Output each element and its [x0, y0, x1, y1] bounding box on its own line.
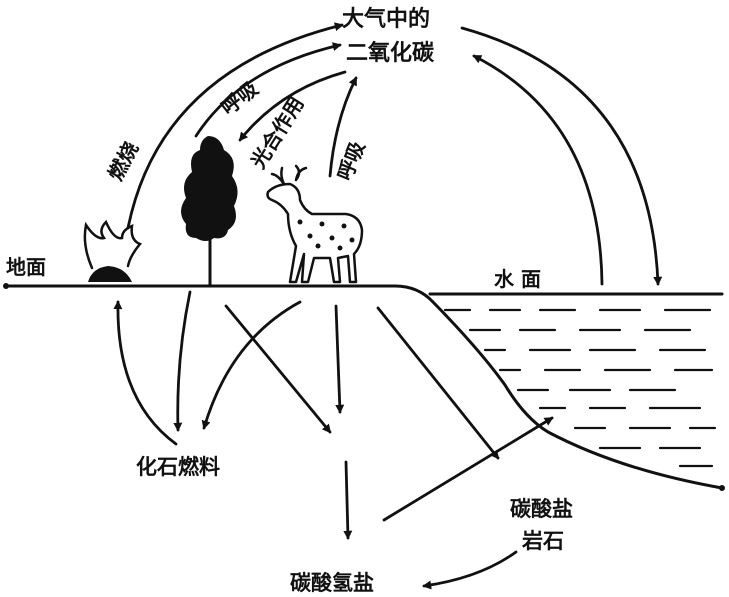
respiration-animal-arrow — [328, 76, 358, 178]
to-carbonate-arrow — [376, 306, 500, 460]
deer-to-fossil-fuel-arrow — [201, 300, 302, 430]
bicarbonate-to-water-arrow — [382, 416, 554, 522]
ground-line — [3, 283, 725, 491]
fossil-fuel-label: 化石燃料 — [136, 455, 220, 479]
tree-to-fossil-fuel-arrow — [173, 290, 192, 432]
tree-icon — [181, 136, 238, 288]
atmosphere-co2-label-line1: 大气中的 — [342, 6, 430, 32]
atmosphere-to-water-arrow — [460, 26, 663, 286]
water-to-atmosphere-arrow — [472, 54, 604, 286]
ground-label: 地面 — [6, 255, 46, 279]
water-body — [443, 308, 717, 468]
carbonate-to-bicarbonate-arrow — [422, 550, 518, 590]
to-ground-arrow-1 — [224, 304, 332, 434]
respiration-plant-label: 呼吸 — [216, 76, 263, 120]
carbonate-label-line2: 岩石 — [521, 529, 564, 553]
fire-icon — [83, 219, 143, 282]
respiration-plant-arrow — [194, 42, 342, 138]
to-bicarbonate-arrow — [343, 460, 353, 540]
fossil-fuel-to-fire-arrow — [113, 300, 178, 446]
to-ground-arrow-2 — [334, 304, 345, 414]
burning-arrow — [126, 22, 344, 230]
deer-icon — [266, 164, 364, 284]
atmosphere-co2-label-line2: 二氧化碳 — [346, 40, 435, 66]
respiration-animal-label: 呼吸 — [332, 137, 370, 184]
carbonate-label-line1: 碳酸盐 — [510, 497, 573, 521]
burning-label: 燃烧 — [103, 138, 143, 185]
water-surface-label: 水 面 — [494, 267, 541, 291]
photosynthesis-arrow — [238, 70, 347, 142]
bicarbonate-label: 碳酸氢盐 — [290, 571, 374, 595]
